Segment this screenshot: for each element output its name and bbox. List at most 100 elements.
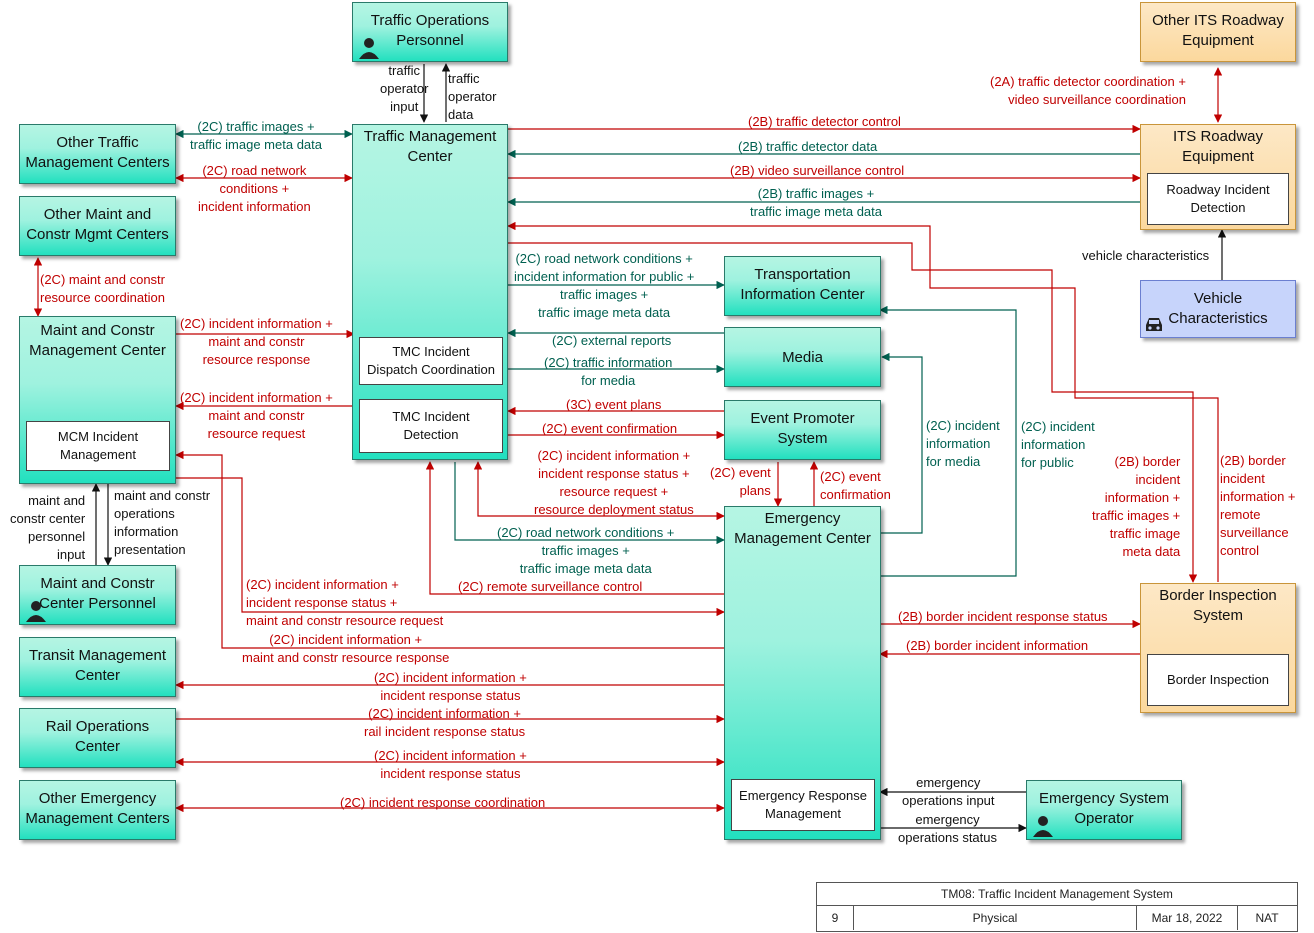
flow-line [425,461,724,595]
flow-label: (2B) video surveillance control [730,163,905,178]
sub-emergency-response-management[interactable]: Emergency Response Management [731,779,875,831]
flow-label: (2B) border incident information [906,638,1089,653]
flow-label: (2C) road network conditions + incident … [198,163,311,214]
person-icon [359,38,379,59]
flow-label: (2B) border incident information + traff… [1092,454,1181,559]
flow-line [175,450,724,649]
flow-label: emergency operations status [898,812,998,845]
node-label: Traffic Management Center [363,128,497,165]
flow-label: (2A) traffic detector coordination + vid… [990,74,1186,107]
node-emergency-system-operator[interactable]: Emergency System Operator [1026,780,1182,840]
flow-label: (2C) event confirmation [820,469,891,502]
flow-label: (2C) external reports [552,333,672,348]
flow-line [880,352,923,534]
node-label: Emergency System Operator [1038,790,1170,827]
node-other-traffic-management-centers[interactable]: Other Traffic Management Centers [19,124,176,184]
flow-label: (2B) border incident information + remot… [1220,453,1296,558]
flow-line [879,305,1017,577]
node-border-inspection-system[interactable]: Border Inspection System Border Inspecti… [1140,583,1296,713]
node-label: Other Emergency Management Centers [25,790,170,827]
node-label: Emergency Management Center [734,510,871,547]
flow-line [176,477,725,617]
flow-label: (3C) event plans [566,397,662,412]
node-traffic-management-center[interactable]: Traffic Management Center TMC Incident D… [352,124,508,460]
node-its-roadway-equipment[interactable]: ITS Roadway Equipment Roadway Incident D… [1140,124,1296,230]
flow-label: (2C) traffic information for media [544,355,673,388]
node-label: Other ITS Roadway Equipment [1152,12,1284,49]
node-label: Other Traffic Management Centers [25,134,170,171]
flow-label: (2B) traffic images + traffic image meta… [750,186,882,219]
flow-label: (2C) incident information + maint and co… [242,632,450,665]
flow-label: (2C) incident information for public [1021,419,1095,470]
flow-label: (2C) incident information + maint and co… [180,316,333,367]
sub-mcm-incident-management[interactable]: MCM Incident Management [26,421,170,471]
flow-label: (2B) border incident response status [898,609,1108,624]
page-number: 9 [817,906,854,930]
node-emergency-management-center[interactable]: Emergency Management Center Emergency Re… [724,506,881,840]
node-label: Transit Management Center [28,647,166,684]
sub-tmc-incident-detection[interactable]: TMC Incident Detection [359,399,503,453]
flow-line [454,462,725,545]
flow-label: (2C) incident information + maint and co… [180,390,333,441]
node-label: Other Maint and Constr Mgmt Centers [26,206,169,243]
sub-border-inspection[interactable]: Border Inspection [1147,654,1289,706]
flow-label: maint and constr center personnel input [10,493,86,562]
flow-label: (2C) incident information + rail inciden… [364,706,526,739]
flow-label: (2C) incident information + incident res… [246,577,444,628]
flow-label: (2C) incident response coordination [340,795,546,810]
node-maint-constr-center-personnel[interactable]: Maint and Constr Center Personnel [19,565,176,625]
flow-label: (2B) traffic detector control [748,114,901,129]
flow-label: (2C) remote surveillance control [458,579,643,594]
flow-label: (2C) road network conditions + incident … [514,251,695,320]
vehicle-icon [1146,318,1162,331]
flow-line [507,221,1219,582]
node-vehicle-characteristics[interactable]: Vehicle Characteristics [1140,280,1296,338]
node-traffic-operations-personnel[interactable]: Traffic Operations Personnel [352,2,508,62]
node-maint-constr-management-center[interactable]: Maint and Constr Management Center MCM I… [19,316,176,484]
node-label: Vehicle Characteristics [1168,290,1268,327]
node-label: Border Inspection System [1159,587,1277,624]
node-label: Maint and Constr Management Center [29,322,166,359]
node-label: Traffic Operations Personnel [370,12,490,49]
flow-label: (2C) traffic images + traffic image meta… [190,119,322,152]
node-label: Maint and Constr Center Personnel [39,575,156,612]
flow-label: (2C) incident information for media [926,418,1000,469]
diagram-title: TM08: Traffic Incident Management System [817,883,1297,906]
flow-label: (2C) event confirmation [542,421,678,436]
flow-label: (2C) maint and constr resource coordinat… [40,272,166,305]
node-other-its-roadway-equipment[interactable]: Other ITS Roadway Equipment [1140,2,1296,62]
flow-label: traffic operator data [448,71,497,122]
node-other-emergency-management-centers[interactable]: Other Emergency Management Centers [19,780,176,840]
node-label: Rail Operations Center [45,718,150,755]
flow-label: (2C) incident information + incident res… [374,748,527,781]
node-event-promoter-system[interactable]: Event Promoter System [724,400,881,460]
sub-roadway-incident-detection[interactable]: Roadway Incident Detection [1147,173,1289,225]
node-transit-management-center[interactable]: Transit Management Center [19,637,176,697]
person-icon [1033,816,1053,837]
node-other-maint-constr-mgmt-centers[interactable]: Other Maint and Constr Mgmt Centers [19,196,176,256]
node-transportation-information-center[interactable]: Transportation Information Center [724,256,881,316]
sub-tmc-incident-dispatch-coordination[interactable]: TMC Incident Dispatch Coordination [359,337,503,385]
flow-label: (2C) event plans [710,465,771,498]
node-media[interactable]: Media [724,327,881,387]
flow-label: (2C) road network conditions + traffic i… [497,525,675,576]
node-label: Media [782,349,823,366]
flow-label: (2B) traffic detector data [738,139,878,154]
node-label: ITS Roadway Equipment [1172,128,1264,165]
flow-line [473,461,725,521]
diagram-scope: NAT [1255,911,1279,925]
flow-label: traffic operator input [380,63,429,114]
flow-label: vehicle characteristics [1082,248,1210,263]
node-label: Event Promoter System [750,410,855,447]
view-name: Physical [854,906,1137,930]
node-label: Transportation Information Center [740,266,865,303]
diagram-date: Mar 18, 2022 [1137,906,1238,930]
person-icon [26,601,46,622]
node-rail-operations-center[interactable]: Rail Operations Center [19,708,176,768]
flow-label: maint and constr operations information … [114,488,211,557]
flow-label: (2C) incident information + incident res… [374,670,527,703]
flow-label: (2C) incident information + incident res… [534,448,694,517]
title-block: TM08: Traffic Incident Management System… [816,882,1298,932]
flow-label: emergency operations input [902,775,995,808]
